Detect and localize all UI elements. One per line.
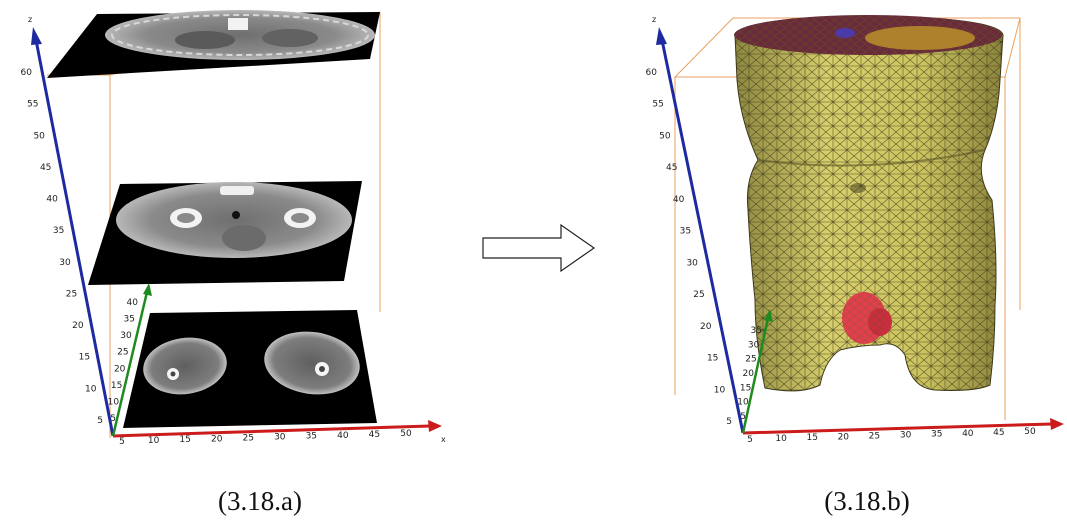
z-tick-label: 25 <box>66 290 77 300</box>
z-tick-label: 30 <box>686 258 698 268</box>
ct-slice-lower <box>123 310 377 428</box>
right-z-axis-label: z <box>652 15 656 24</box>
y-tick-label: 40 <box>127 298 139 308</box>
x-tick-label: 40 <box>962 429 974 439</box>
x-tick-label: 50 <box>1024 427 1036 437</box>
z-tick-label: 30 <box>59 258 71 268</box>
y-tick-label: 20 <box>114 364 126 374</box>
y-tick-label: 25 <box>117 348 128 358</box>
x-tick-label: 35 <box>931 430 942 440</box>
organ-highlight <box>842 292 892 344</box>
right-x-ticks: 5 10 15 20 25 30 35 40 45 50 <box>747 427 1036 445</box>
left-figure: z x 5 10 15 20 25 30 35 40 45 50 55 60 5 10 15 20 25 30 3… <box>21 10 446 447</box>
x-tick-label: 45 <box>369 430 380 440</box>
left-z-axis-label: z <box>28 15 32 24</box>
z-tick-label: 50 <box>33 131 45 141</box>
z-tick-label: 20 <box>72 321 84 331</box>
body-surface-mesh <box>734 15 1004 392</box>
z-tick-label: 60 <box>21 68 33 78</box>
z-tick-label: 15 <box>707 354 718 364</box>
z-tick-label: 45 <box>40 163 51 173</box>
z-tick-label: 10 <box>85 384 97 394</box>
z-tick-label: 5 <box>97 416 103 426</box>
x-tick-label: 15 <box>179 435 190 445</box>
y-tick-label: 5 <box>740 412 746 422</box>
z-tick-label: 60 <box>646 68 658 78</box>
x-tick-label: 5 <box>119 437 125 447</box>
y-tick-label: 35 <box>751 326 762 336</box>
z-tick-label: 45 <box>666 163 677 173</box>
left-z-ticks: 5 10 15 20 25 30 35 40 45 50 55 60 <box>21 68 103 426</box>
ct-slice-upper <box>47 10 380 78</box>
y-tick-label: 35 <box>123 315 134 325</box>
right-z-ticks: 5 10 15 20 25 30 35 40 45 50 55 60 <box>646 68 732 427</box>
y-tick-label: 15 <box>111 381 122 391</box>
y-tick-label: 30 <box>120 331 132 341</box>
left-x-ticks: 5 10 15 20 25 30 35 40 45 50 <box>119 429 412 447</box>
x-tick-label: 5 <box>747 435 753 445</box>
y-tick-label: 25 <box>745 355 756 365</box>
z-tick-label: 50 <box>659 132 671 142</box>
z-tick-label: 20 <box>700 322 712 332</box>
x-tick-label: 10 <box>775 434 787 444</box>
z-tick-label: 5 <box>726 417 732 427</box>
z-tick-label: 35 <box>680 227 691 237</box>
z-tick-label: 55 <box>27 100 38 110</box>
y-tick-label: 5 <box>110 414 116 424</box>
z-tick-label: 40 <box>673 195 685 205</box>
x-tick-label: 25 <box>242 433 253 443</box>
y-tick-label: 20 <box>743 369 755 379</box>
caption-right: (3.18.b) <box>824 486 910 516</box>
z-tick-label: 35 <box>53 226 64 236</box>
left-x-axis-label: x <box>441 435 446 444</box>
right-arrow-icon <box>482 223 596 273</box>
x-tick-label: 20 <box>838 432 850 442</box>
x-tick-label: 10 <box>148 436 160 446</box>
x-tick-label: 45 <box>993 428 1004 438</box>
y-tick-label: 10 <box>737 398 749 408</box>
x-tick-label: 35 <box>306 432 317 442</box>
x-tick-label: 40 <box>337 431 349 441</box>
x-tick-label: 20 <box>211 434 223 444</box>
left-axes <box>31 27 442 438</box>
z-tick-label: 40 <box>46 195 58 205</box>
x-tick-label: 15 <box>806 433 817 443</box>
x-tick-label: 30 <box>274 433 286 443</box>
left-y-ticks: 5 10 15 20 25 30 35 40 <box>108 298 139 424</box>
x-tick-label: 50 <box>400 429 412 439</box>
x-tick-label: 25 <box>869 431 880 441</box>
z-tick-label: 55 <box>652 100 663 110</box>
y-tick-label: 15 <box>740 383 751 393</box>
z-tick-label: 10 <box>714 385 726 395</box>
right-figure: z 5 10 15 20 25 30 35 40 45 50 55 60 5 10 15 20 25 30 35 4… <box>646 15 1064 445</box>
right-y-ticks: 5 10 15 20 25 30 35 <box>737 326 762 422</box>
x-tick-label: 30 <box>900 431 912 441</box>
right-axes <box>656 27 1064 435</box>
ct-slice-middle <box>88 181 362 285</box>
z-tick-label: 15 <box>79 353 90 363</box>
z-tick-label: 25 <box>693 290 704 300</box>
caption-left: (3.18.a) <box>218 486 302 516</box>
y-tick-label: 10 <box>108 397 120 407</box>
y-tick-label: 30 <box>748 340 760 350</box>
